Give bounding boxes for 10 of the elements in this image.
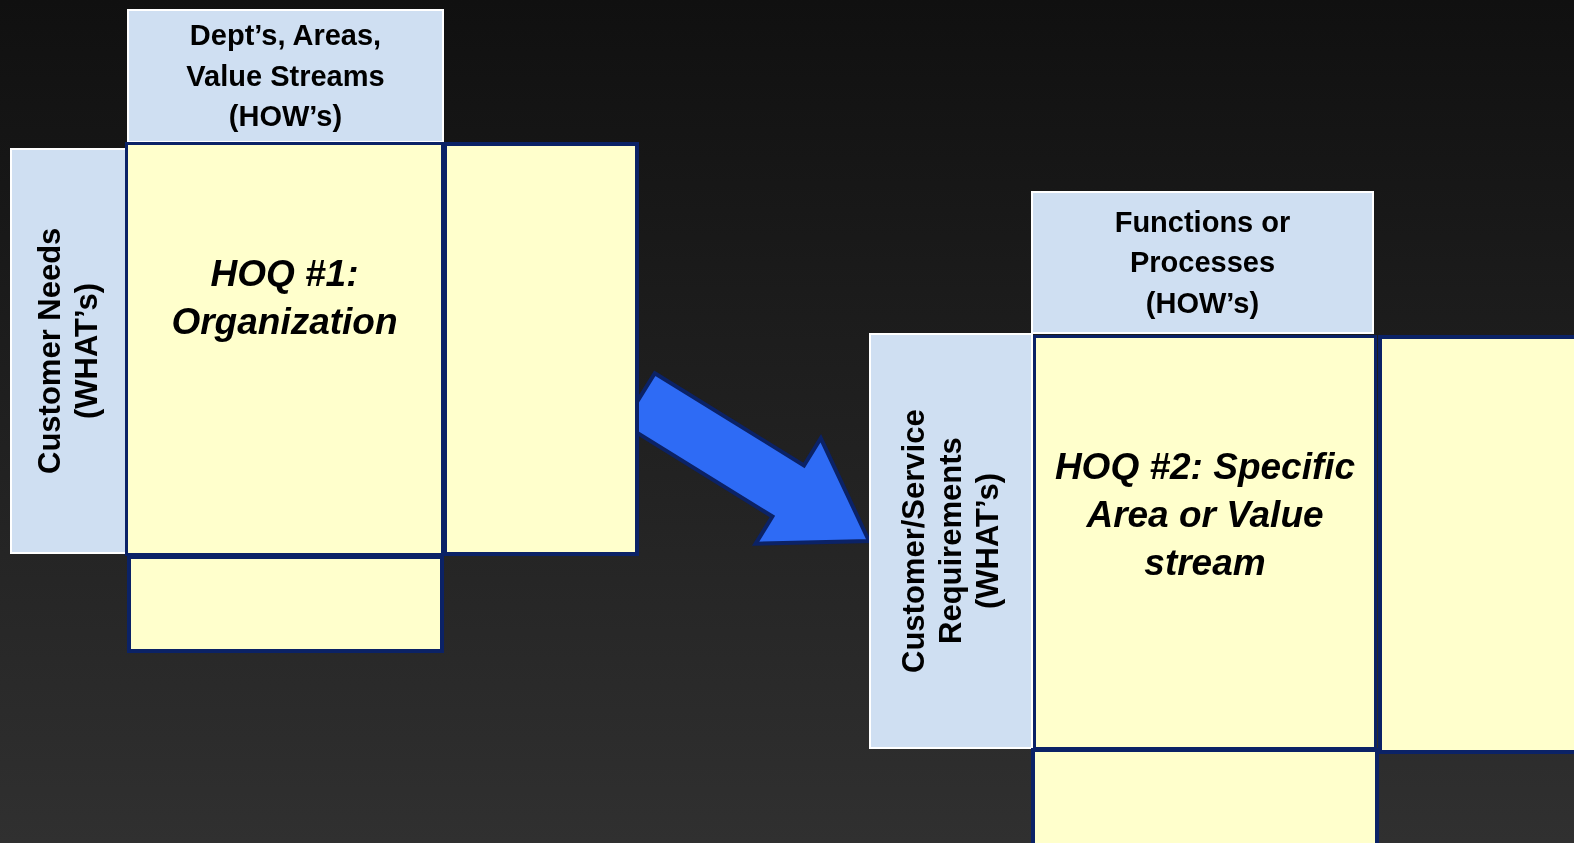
side-header-box: Customer/Service Requirements (WHAT’s) <box>869 333 1033 749</box>
empty-box <box>1031 748 1379 843</box>
header-box: Dept’s, Areas, Value Streams (HOW’s) <box>127 9 444 143</box>
header-box: Functions or Processes (HOW’s) <box>1031 191 1374 334</box>
empty-box <box>1378 335 1574 754</box>
empty-box <box>127 555 444 653</box>
side-header-box: Customer Needs (WHAT’s) <box>10 148 127 554</box>
empty-box <box>443 142 639 556</box>
matrix-box: HOQ #2: Specific Area or Value stream <box>1033 335 1377 750</box>
matrix-box: HOQ #1: Organization <box>125 142 444 556</box>
